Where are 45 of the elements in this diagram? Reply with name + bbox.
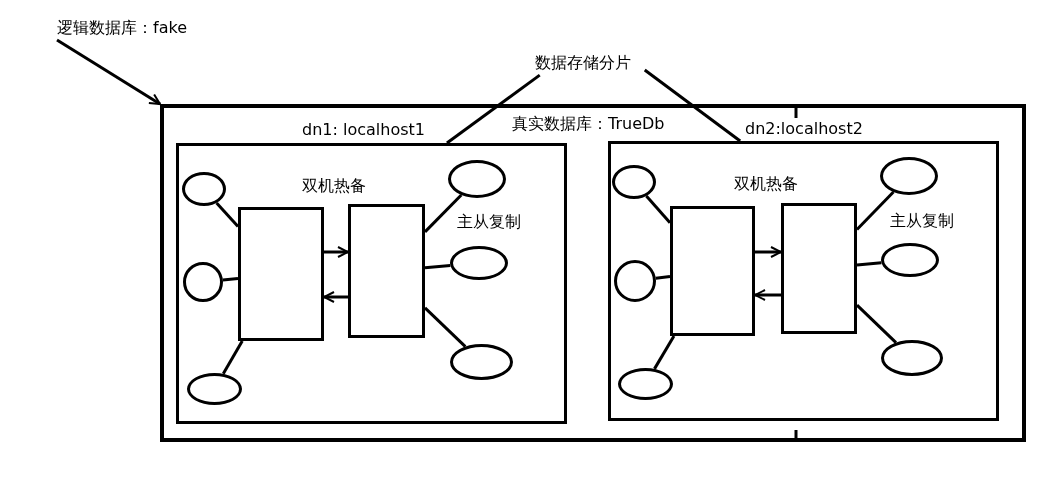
server-ellipse (450, 246, 508, 280)
server-ellipse (182, 172, 226, 206)
server-ellipse (618, 368, 673, 400)
connector-line (424, 264, 451, 270)
connector-line (423, 306, 467, 348)
annotation-text: 数据存储分片 (535, 52, 653, 74)
box-label: 主从复制 (457, 212, 521, 232)
connector-line (222, 276, 239, 282)
connector-line (423, 193, 463, 233)
server-ellipse (450, 344, 513, 380)
connector-line (856, 261, 882, 267)
arrow (754, 289, 781, 301)
server-box (238, 207, 324, 341)
connector-line (215, 201, 240, 228)
box-heading: 真实数据库：TrueDb (512, 114, 665, 134)
box-heading: dn2:localhost2 (745, 119, 863, 139)
server-ellipse (448, 160, 506, 198)
server-ellipse (881, 340, 943, 376)
server-ellipse (187, 373, 242, 405)
connector-line (645, 195, 672, 224)
server-box (348, 204, 425, 338)
connector-line (653, 335, 676, 370)
arrow (755, 246, 782, 258)
server-ellipse (614, 260, 656, 302)
connector-line (855, 190, 895, 231)
box-label: 主从复制 (890, 211, 954, 231)
box-label: 双机热备 (734, 174, 798, 194)
connector-line (855, 304, 898, 344)
arrow (324, 246, 349, 258)
annotation-text: 逻辑数据库：fake (57, 17, 217, 39)
server-ellipse (880, 157, 938, 195)
connector-line (655, 275, 671, 280)
arrow (56, 38, 161, 106)
connector-line (446, 73, 541, 145)
server-ellipse (183, 262, 223, 302)
server-box (670, 206, 755, 336)
server-ellipse (881, 243, 939, 277)
box-heading: dn1: localhost1 (302, 120, 425, 140)
server-ellipse (612, 165, 656, 199)
connector-line (221, 340, 244, 375)
box-label: 双机热备 (302, 176, 366, 196)
arrow (323, 291, 348, 303)
server-box (781, 203, 857, 334)
database-frame (160, 104, 1026, 442)
connector-line (643, 68, 742, 143)
